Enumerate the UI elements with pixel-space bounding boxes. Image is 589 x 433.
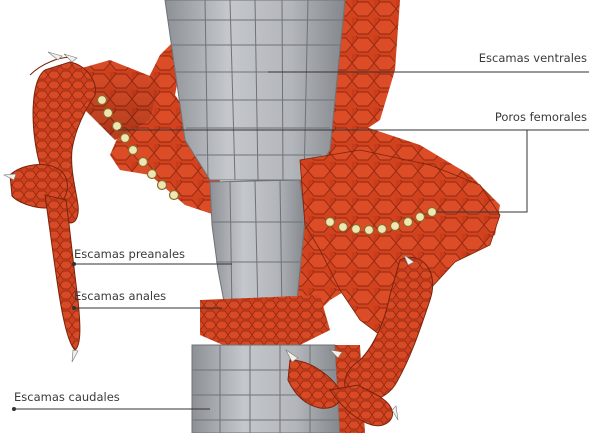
label-anal-scales: Escamas anales — [74, 289, 166, 303]
leader-dot-caudal — [12, 407, 16, 411]
label-femoral-pores: Poros femorales — [495, 110, 587, 124]
preanal-plates — [210, 180, 305, 312]
label-ventral-scales: Escamas ventrales — [479, 51, 587, 65]
label-preanal-scales: Escamas preanales — [74, 247, 185, 261]
label-caudal-scales: Escamas caudales — [14, 390, 120, 404]
leader-dot-anal — [72, 306, 76, 310]
leader-dot-preanal — [72, 262, 76, 266]
